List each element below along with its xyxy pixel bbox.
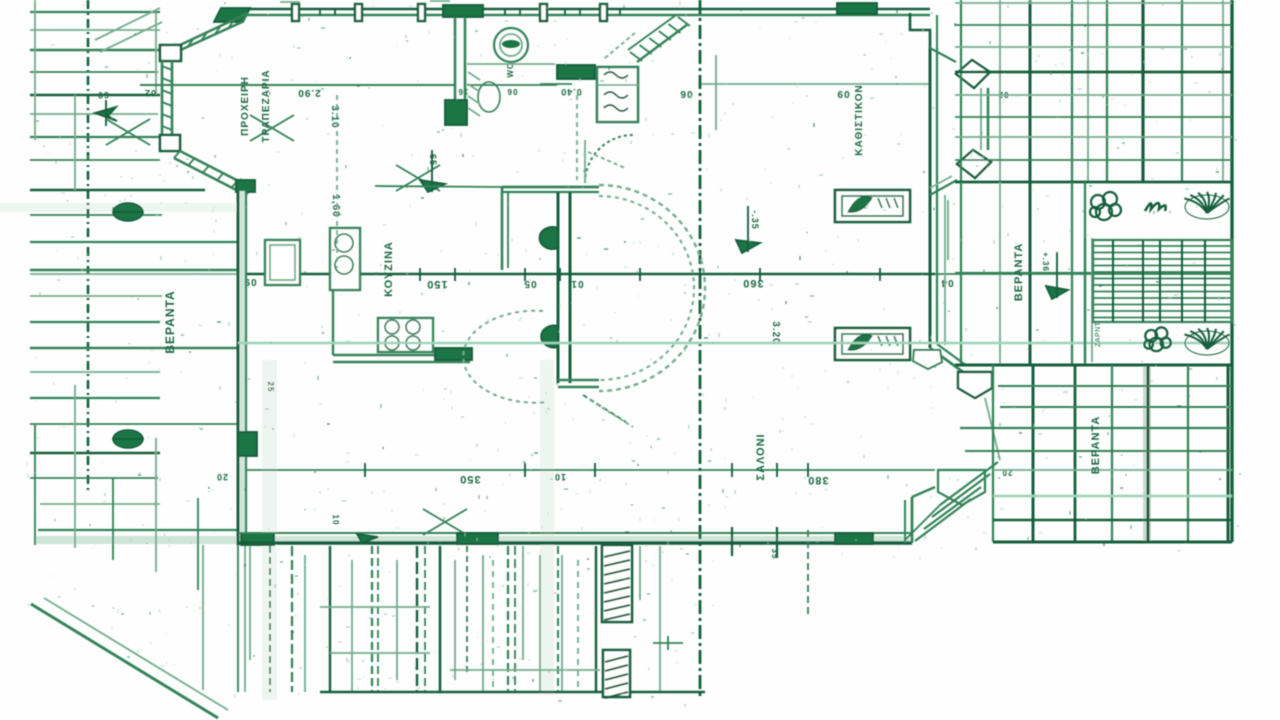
svg-text:10: 10	[331, 515, 340, 526]
svg-text:ΠΡΟΧΕΙΡΗ: ΠΡΟΧΕΙΡΗ	[240, 76, 251, 136]
svg-text:2.90: 2.90	[297, 87, 320, 98]
svg-text:0.40: 0.40	[560, 87, 582, 97]
svg-text:ΣΑΛΟΝΙ: ΣΑΛΟΝΙ	[755, 433, 767, 480]
svg-text:3.10: 3.10	[329, 105, 340, 128]
svg-text:20: 20	[216, 472, 228, 482]
svg-text:ΒΕΡΑΝΤΑ: ΒΕΡΑΝΤΑ	[1013, 243, 1025, 302]
svg-text:65-: 65-	[428, 154, 438, 170]
svg-text:01: 01	[570, 278, 583, 289]
svg-text:09: 09	[243, 276, 256, 287]
svg-text:150: 150	[426, 278, 447, 290]
svg-text:05: 05	[523, 278, 536, 289]
svg-text:ΖΑΡΝΤ.: ΖΑΡΝΤ.	[1095, 320, 1102, 347]
svg-text:60: 60	[97, 90, 109, 100]
svg-text:16: 16	[458, 87, 469, 96]
svg-text:ΚΑΘΙΣΤΙΚΟΝ: ΚΑΘΙΣΤΙΚΟΝ	[854, 84, 865, 155]
svg-text:09: 09	[836, 88, 849, 99]
svg-text:02: 02	[144, 88, 156, 98]
svg-text:04: 04	[940, 277, 953, 288]
svg-text:ΚΟΥΖΙΝΑ: ΚΟΥΖΙΝΑ	[383, 241, 395, 297]
svg-text:ΤΡΑΠΕΖΑΡΙΑ: ΤΡΑΠΕΖΑΡΙΑ	[261, 69, 272, 142]
svg-text:WC: WC	[506, 62, 515, 77]
svg-text:35: 35	[770, 549, 779, 560]
svg-text:+.36: +.36	[1041, 252, 1050, 272]
svg-text:10: 10	[554, 472, 566, 482]
svg-text:ΒΕΡΑΝΤΑ: ΒΕΡΑΝΤΑ	[163, 290, 177, 353]
svg-text:360: 360	[742, 277, 763, 289]
svg-text:ΒΕΡΑΝΤΑ: ΒΕΡΑΝΤΑ	[1090, 416, 1102, 475]
svg-text:20: 20	[1002, 468, 1013, 477]
svg-text:3.20: 3.20	[770, 321, 781, 344]
svg-text:06: 06	[679, 88, 692, 99]
svg-text:06: 06	[507, 87, 518, 96]
svg-text:1,60: 1,60	[330, 194, 341, 217]
svg-text:-.35: -.35	[750, 210, 760, 230]
svg-text:350: 350	[459, 473, 480, 485]
svg-text:380: 380	[807, 474, 828, 486]
svg-text:25: 25	[266, 382, 275, 393]
